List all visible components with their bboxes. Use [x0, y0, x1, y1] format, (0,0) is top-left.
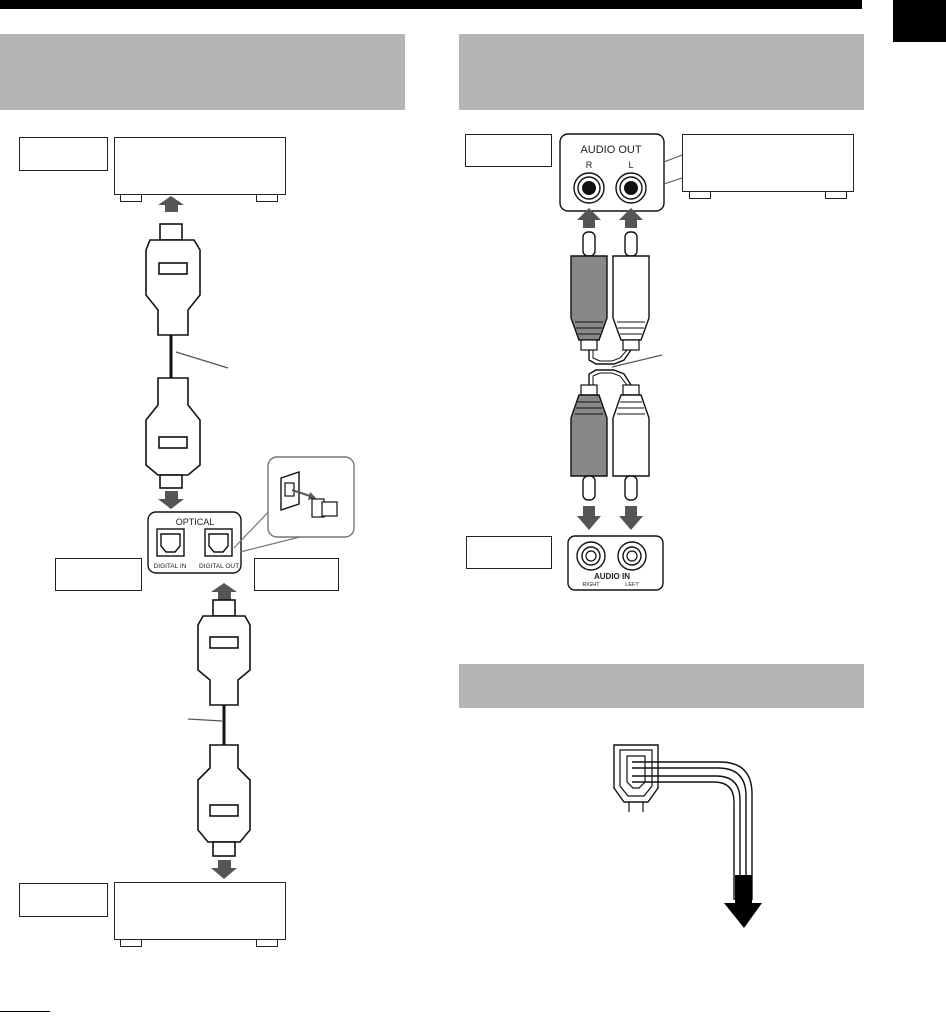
- section-header-optical: [0, 34, 405, 110]
- device-top: [114, 137, 286, 195]
- label-box-top-device: [19, 137, 108, 171]
- digital-in-label: DIGITAL IN: [154, 563, 187, 570]
- audio-in-left-label: LEFT: [625, 582, 639, 588]
- label-box-digital-in: [55, 558, 142, 591]
- section-header-power: [459, 664, 864, 708]
- audio-in-panel: AUDIO IN RIGHT LEFT: [567, 535, 664, 591]
- page-tab: [893, 0, 946, 42]
- optical-jack-panel: OPTICAL DIGITAL IN DIGITAL OUT: [147, 511, 242, 574]
- audio-out-l-label: L: [628, 160, 633, 170]
- dust-cap-icon: [233, 456, 355, 553]
- rca-plug-icon: [570, 384, 608, 501]
- audio-out-label: AUDIO OUT: [580, 144, 641, 156]
- audio-in-label: AUDIO IN: [594, 572, 630, 581]
- device-foot: [825, 191, 847, 199]
- audio-out-panel: AUDIO OUT R L: [559, 133, 683, 212]
- rca-plug-icon: [570, 231, 608, 351]
- power-cord-icon: [613, 744, 762, 928]
- label-box-bottom-device: [19, 883, 108, 917]
- device-source: [682, 134, 854, 192]
- arrow-icon: [577, 208, 643, 228]
- device-foot: [689, 191, 711, 199]
- audio-out-r-label: R: [586, 160, 593, 170]
- device-foot: [256, 939, 278, 947]
- footnote-rule: [0, 1011, 50, 1012]
- label-box-source-device: [465, 134, 552, 167]
- optical-label: OPTICAL: [176, 517, 215, 527]
- rca-plug-icon: [612, 231, 650, 351]
- optical-plug-icon: [197, 744, 251, 879]
- optical-plug-icon: [187, 583, 251, 745]
- audio-in-right-label: RIGHT: [582, 582, 600, 588]
- device-foot: [256, 194, 278, 202]
- optical-plug-icon: [145, 196, 229, 378]
- device-foot: [120, 194, 142, 202]
- device-bottom: [114, 882, 286, 940]
- rca-plug-icon: [612, 384, 650, 501]
- arrow-icon: [577, 506, 643, 530]
- label-box-digital-out: [254, 558, 339, 591]
- device-foot: [120, 939, 142, 947]
- top-rule: [0, 0, 862, 9]
- digital-out-label: DIGITAL OUT: [199, 563, 239, 570]
- rca-cable: [588, 349, 663, 386]
- label-box-audio-in: [466, 536, 552, 569]
- optical-plug-icon: [145, 377, 201, 509]
- section-header-analog: [459, 34, 864, 110]
